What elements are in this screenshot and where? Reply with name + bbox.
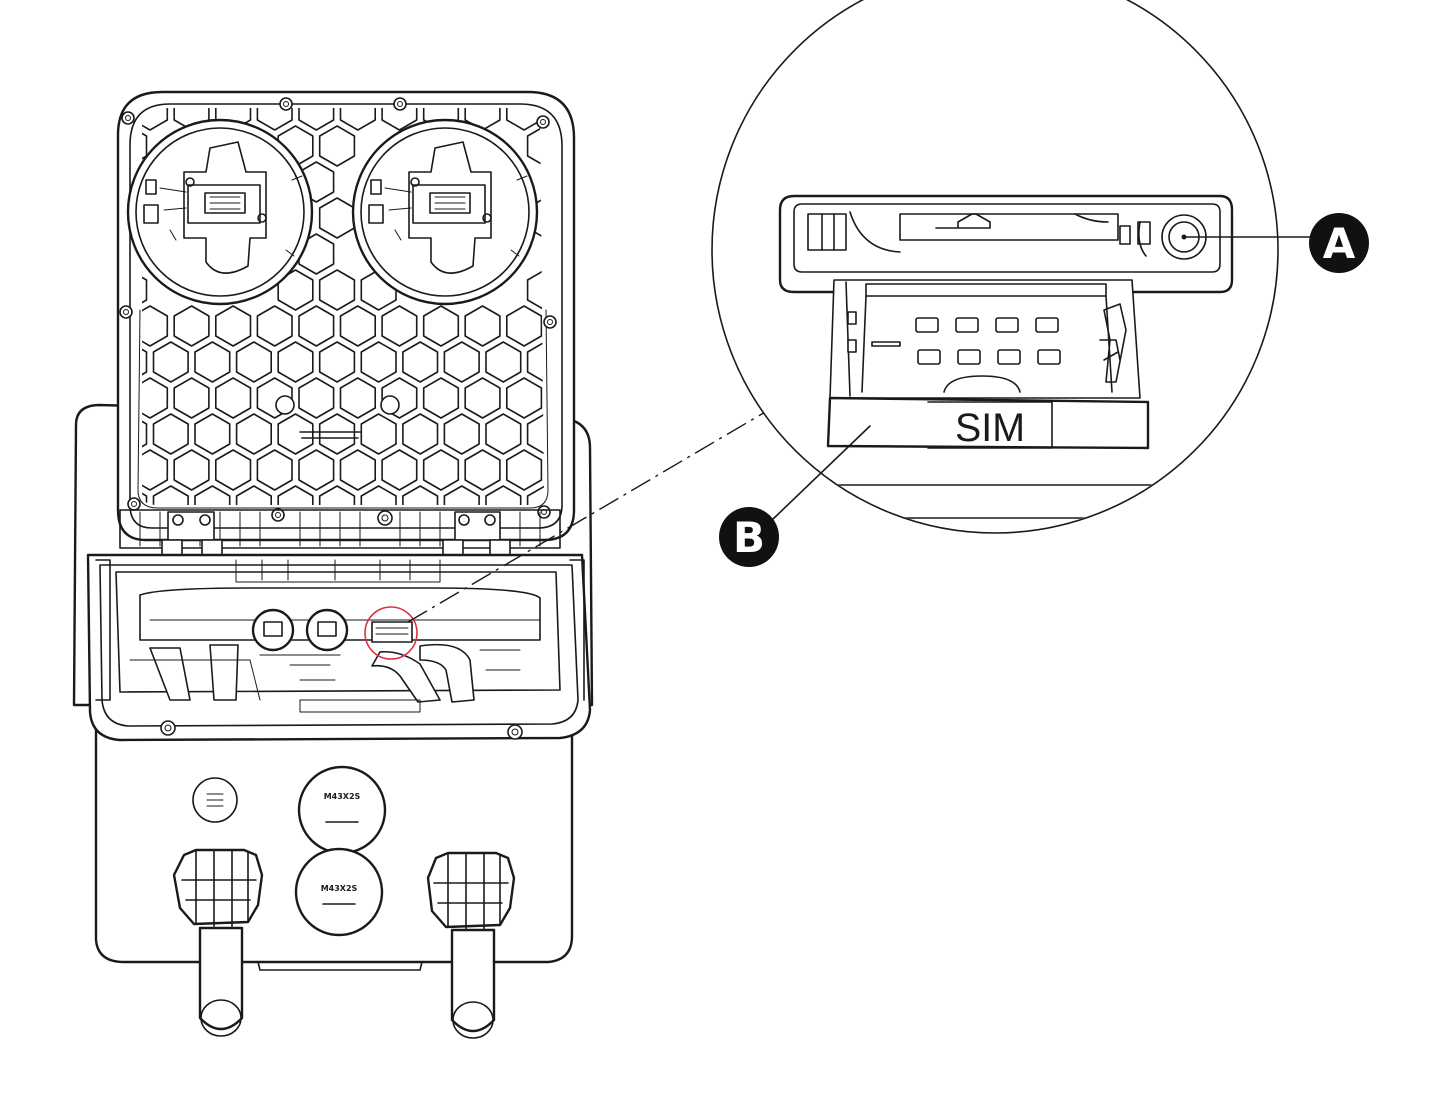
honeycomb-cell (360, 485, 397, 505)
honeycomb-cell (381, 449, 418, 491)
honeycomb-cell (298, 108, 335, 131)
honeycomb-cell (256, 305, 293, 347)
honeycomb-cell (277, 485, 314, 505)
sim-highlight-ring (364, 606, 418, 660)
honeycomb-cell (464, 449, 501, 491)
honeycomb-cell (142, 341, 148, 383)
honeycomb-cell (485, 413, 522, 455)
honeycomb-cell (402, 413, 439, 455)
honeycomb-cell (318, 125, 356, 167)
sim-slot-label: SIM (955, 406, 1025, 450)
honeycomb-cell (142, 377, 169, 419)
box-interior (86, 553, 592, 742)
honeycomb-cell (152, 485, 189, 505)
honeycomb-cell (443, 413, 480, 455)
honeycomb-cell (402, 485, 439, 505)
honeycomb-cell (142, 108, 169, 131)
honeycomb-cell (235, 485, 273, 505)
honeycomb-cell (256, 449, 293, 491)
honeycomb-cell (339, 305, 377, 347)
honeycomb-cell (360, 413, 397, 455)
zoom-leader-line (407, 407, 773, 623)
honeycomb-cell (443, 485, 480, 505)
honeycomb-cell (339, 377, 377, 419)
honeycomb-cell (152, 341, 189, 383)
honeycomb-cell (142, 305, 169, 347)
lid-screws (119, 97, 557, 526)
honeycomb-cell (215, 377, 252, 419)
honeycomb-cell (339, 449, 377, 491)
honeycomb-cell (505, 305, 543, 347)
honeycomb-cell (277, 341, 314, 383)
honeycomb-cell (526, 125, 544, 167)
honeycomb-cell (526, 413, 544, 455)
honeycomb-cell (505, 449, 543, 491)
honeycomb-cell (318, 269, 356, 311)
honeycomb-cell (318, 341, 356, 383)
honeycomb-cell (485, 341, 522, 383)
honeycomb-cell (194, 413, 231, 455)
honeycomb-cell (298, 377, 335, 419)
honeycomb-cell (526, 269, 544, 311)
honeycomb-cell (152, 413, 189, 455)
honeycomb-cell (215, 305, 252, 347)
honeycomb-cell (298, 449, 335, 491)
honeycomb-cell (443, 341, 480, 383)
honeycomb-cell (464, 305, 501, 347)
honeycomb-cell (485, 485, 522, 505)
honeycomb-cell (173, 305, 210, 347)
enclosure-lid (116, 90, 576, 583)
honeycomb-cell (256, 108, 293, 131)
honeycomb-cell (277, 413, 314, 455)
honeycomb-cell (505, 377, 543, 419)
honeycomb-cell (235, 341, 273, 383)
honeycomb-cell (194, 341, 231, 383)
callout-b-badge: B (719, 507, 779, 567)
honeycomb-cell (298, 233, 335, 275)
honeycomb-cell (381, 108, 418, 131)
honeycomb-cell (464, 377, 501, 419)
honeycomb-cell (360, 341, 397, 383)
plate-marking-lower: M43X2S (321, 884, 358, 893)
honeycomb-cell (142, 269, 148, 311)
lid-module-right (351, 118, 539, 306)
honeycomb-cell (464, 108, 501, 131)
honeycomb-cell (422, 449, 460, 491)
honeycomb-cell (422, 377, 460, 419)
honeycomb-cell (215, 449, 252, 491)
honeycomb-cell (277, 269, 314, 311)
honeycomb-cell (402, 341, 439, 383)
honeycomb-cell (381, 305, 418, 347)
honeycomb-cell (526, 341, 544, 383)
honeycomb-cell (339, 108, 377, 131)
honeycomb-cell (235, 413, 273, 455)
front-connectors (172, 765, 516, 1039)
blank-plug-upper (297, 765, 387, 855)
honeycomb-cell (318, 485, 356, 505)
lid-module-left (126, 118, 314, 306)
plate-marking-upper: M43X2S (324, 792, 361, 801)
callout-a-badge: A (1309, 213, 1369, 273)
callout-b-label: B (733, 513, 765, 562)
honeycomb-cell (422, 305, 460, 347)
honeycomb-cell (142, 413, 148, 455)
callout-a-label: A (1323, 219, 1356, 268)
detail-view (711, 0, 1279, 534)
honeycomb-cell (194, 485, 231, 505)
honeycomb-cell (173, 377, 210, 419)
honeycomb-cell (298, 305, 335, 347)
honeycomb-cell (173, 449, 210, 491)
callout-b-leader (771, 425, 871, 521)
honeycomb-cell (142, 449, 169, 491)
blank-plug-lower (294, 847, 384, 937)
honeycomb-cell (318, 413, 356, 455)
